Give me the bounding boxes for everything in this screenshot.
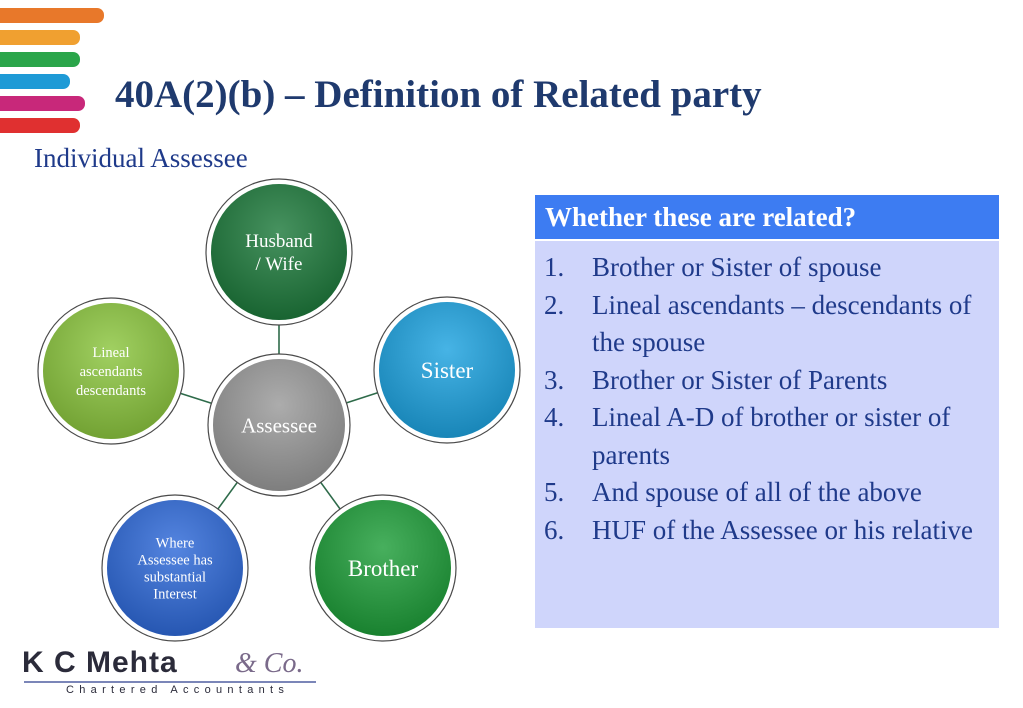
node-sister-outline	[373, 296, 521, 444]
node-assessee-outline	[207, 353, 351, 497]
node-substantial-interest-outline	[101, 494, 249, 642]
connector-brother	[320, 481, 341, 510]
panel-header: Whether these are related?	[535, 195, 999, 241]
list-item: 2.Lineal ascendants – descendants of the…	[544, 289, 972, 358]
stripe-magenta	[0, 96, 85, 111]
slide-title: 40A(2)(b) – Definition of Related party	[115, 73, 762, 116]
node-brother-outline	[309, 494, 457, 642]
list-item: 6.HUF of the Assessee or his relative	[544, 514, 973, 545]
node-husband-wife-label: Husband/ Wife	[245, 231, 313, 275]
list-item: 1.Brother or Sister of spouse	[544, 252, 882, 282]
node-husband-wife-shading	[211, 184, 347, 320]
list-item: 5.And spouse of all of the above	[544, 477, 922, 507]
list-item: 3.Brother or Sister of Parents	[544, 364, 888, 395]
node-assessee-label: Assessee	[241, 413, 317, 437]
connector-substantial-interest	[217, 481, 238, 510]
node-husband-wife-outline	[205, 178, 353, 326]
stripe-blue	[0, 74, 70, 89]
list-item-text: HUF of the Assessee or his relative	[592, 514, 973, 545]
connector-lineal	[180, 392, 212, 405]
stripe-red	[0, 118, 80, 133]
list-item-text: And spouse of all of the above	[592, 477, 922, 507]
related-question-panel: Whether these are related? 1.Brother or …	[535, 195, 999, 628]
connector-sister	[346, 391, 378, 404]
stripe-green	[0, 52, 80, 67]
list-item-text: Brother or Sister of Parents	[592, 364, 888, 395]
firm-logo: K C Mehta & Co. Chartered Accountants	[22, 646, 322, 701]
logo-tagline: Chartered Accountants	[66, 684, 290, 696]
list-item-text: Brother or Sister of spouse	[592, 252, 882, 282]
slide-subtitle: Individual Assessee	[34, 143, 248, 173]
node-lineal-shading	[43, 303, 179, 439]
list-item-text: Lineal ascendants – descendants of the s…	[592, 289, 972, 358]
logo-suffix: & Co.	[235, 648, 304, 679]
list-item: 4.Lineal A-D of brother or sister of par…	[544, 402, 951, 470]
connectors	[180, 325, 378, 510]
node-brother-label: Brother	[348, 556, 419, 581]
logo-underline	[24, 681, 316, 683]
node-sister-shading	[379, 302, 515, 438]
node-lineal-outline	[37, 297, 185, 445]
node-sister-label: Sister	[421, 358, 474, 383]
list-item-text: Lineal A-D of brother or sister of paren…	[592, 402, 951, 470]
stripe-orange	[0, 8, 104, 23]
node-assessee-shading	[213, 359, 345, 491]
node-substantial-interest-shading	[107, 500, 243, 636]
stripe-amber	[0, 30, 80, 45]
logo-name: K C Mehta	[22, 646, 178, 679]
node-brother-shading	[315, 500, 451, 636]
related-list: 1.Brother or Sister of spouse 2.Lineal a…	[535, 241, 999, 549]
